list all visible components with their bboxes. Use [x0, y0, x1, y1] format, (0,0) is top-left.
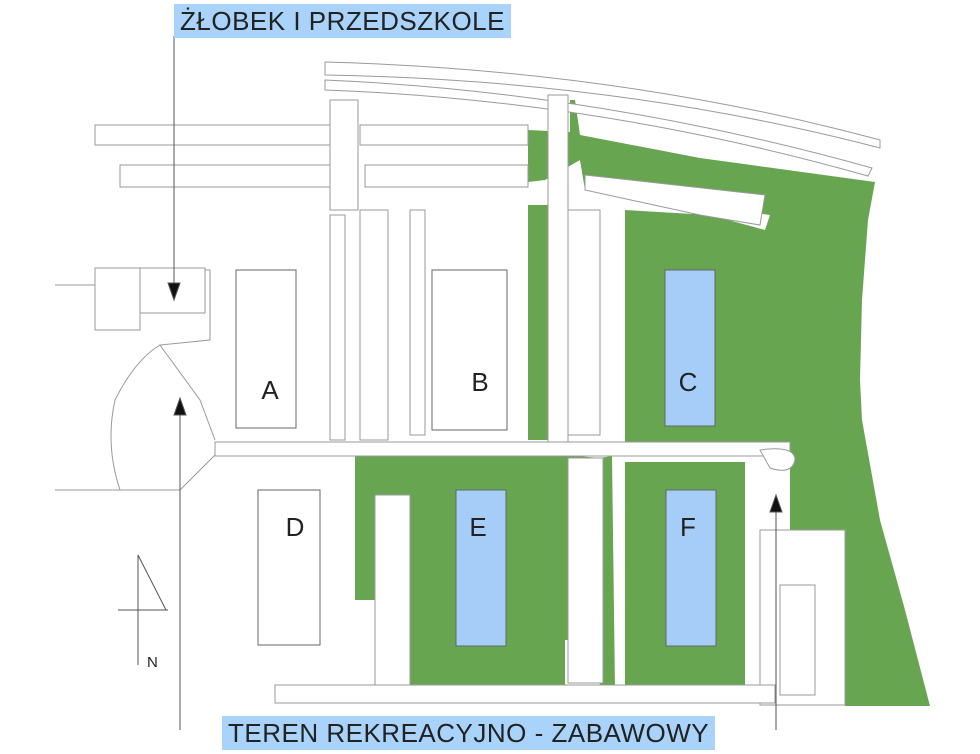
building-label-A: A — [261, 375, 279, 405]
building-label-F: F — [680, 512, 696, 542]
parking-south-4 — [779, 584, 816, 696]
road-vertical-1 — [329, 99, 359, 211]
building-F — [665, 489, 717, 647]
main-road-lane — [324, 79, 873, 177]
road-vertical-2 — [547, 94, 569, 446]
building-label-E: E — [469, 512, 486, 542]
parking-north-left — [94, 124, 331, 146]
label-nursery-preschool: ŻŁOBEK I PRZEDSZKOLE — [174, 4, 511, 38]
buildings — [235, 269, 717, 647]
parking-vertical-2 — [567, 209, 601, 436]
west-area — [55, 267, 216, 491]
main-road — [324, 61, 881, 149]
parking-north-right-row — [364, 164, 529, 188]
building-label-D: D — [286, 512, 305, 542]
parking-south-2 — [567, 457, 604, 684]
parking-north-right — [359, 124, 529, 146]
building-C — [664, 269, 716, 427]
green-area-east — [528, 100, 930, 706]
building-A — [235, 269, 297, 429]
roads-parking — [94, 61, 881, 706]
building-E — [455, 489, 507, 647]
road-south — [274, 684, 776, 704]
building-label-C: C — [679, 367, 698, 397]
arrow-down-nursery — [167, 282, 181, 302]
roundabout — [759, 448, 796, 471]
north-label: N — [147, 654, 158, 671]
nursery-building — [94, 267, 141, 331]
building-D — [257, 489, 321, 646]
arrow-up-recreation-east — [769, 493, 783, 513]
parking-vertical-3 — [329, 214, 346, 441]
road-east-west — [214, 441, 791, 457]
building-labels: A B C D E F — [261, 367, 697, 542]
building-B — [431, 269, 508, 431]
building-label-B: B — [471, 367, 488, 397]
pointers — [167, 36, 783, 730]
parking-diagonal — [584, 174, 766, 226]
parking-south-1 — [374, 494, 411, 686]
green-strip-middle — [528, 205, 548, 440]
label-recreation-area: TEREN REKREACYJNO - ZABAWOWY — [222, 716, 716, 750]
arrow-up-recreation-west — [173, 396, 187, 416]
parking-vertical-1 — [359, 209, 389, 441]
parking-vertical-4 — [409, 209, 426, 436]
parking-north-left-row — [119, 164, 331, 188]
north-indicator: N — [118, 554, 168, 671]
